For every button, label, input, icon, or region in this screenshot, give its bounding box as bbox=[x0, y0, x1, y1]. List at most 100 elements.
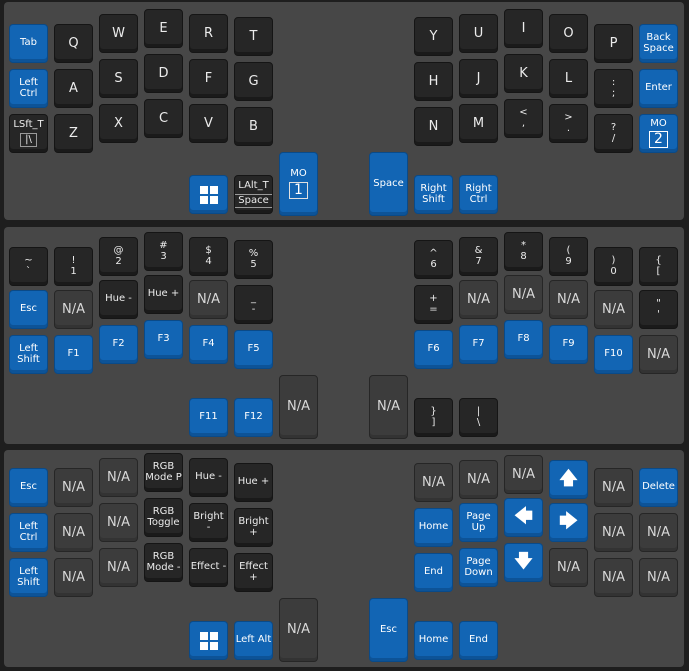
key-underscore[interactable]: _ - bbox=[234, 285, 273, 324]
key-exclaim[interactable]: ! 1 bbox=[54, 247, 93, 286]
key-percent[interactable]: % 5 bbox=[234, 240, 273, 279]
key-space[interactable]: Space bbox=[369, 152, 408, 216]
key-bright-minus[interactable]: Bright - bbox=[189, 503, 228, 542]
key-mo2[interactable]: MO 2 bbox=[639, 114, 678, 153]
key-na[interactable]: N/A bbox=[279, 375, 318, 439]
key-na[interactable]: N/A bbox=[414, 463, 453, 502]
key-f4[interactable]: F4 bbox=[189, 325, 228, 364]
key-na[interactable]: N/A bbox=[99, 458, 138, 497]
key-e[interactable]: E bbox=[144, 9, 183, 48]
key-f7[interactable]: F7 bbox=[459, 325, 498, 364]
key-arrow-right[interactable]: 🡆 bbox=[549, 503, 588, 542]
key-semicolon[interactable]: : ; bbox=[594, 69, 633, 108]
key-f9[interactable]: F9 bbox=[549, 325, 588, 364]
key-na[interactable]: N/A bbox=[54, 290, 93, 329]
key-f1[interactable]: F1 bbox=[54, 335, 93, 374]
key-comma[interactable]: < , bbox=[504, 99, 543, 138]
key-page-down[interactable]: Page Down bbox=[459, 548, 498, 587]
key-effect-plus[interactable]: Effect + bbox=[234, 553, 273, 592]
key-f6[interactable]: F6 bbox=[414, 330, 453, 369]
key-na[interactable]: N/A bbox=[369, 375, 408, 439]
key-n[interactable]: N bbox=[414, 107, 453, 146]
key-na[interactable]: N/A bbox=[549, 280, 588, 319]
key-delete[interactable]: Delete bbox=[639, 468, 678, 507]
key-arrow-up[interactable]: 🡅 bbox=[549, 460, 588, 499]
key-u[interactable]: U bbox=[459, 14, 498, 53]
key-na[interactable]: N/A bbox=[99, 503, 138, 542]
key-bright-plus[interactable]: Bright + bbox=[234, 508, 273, 547]
key-na[interactable]: N/A bbox=[594, 468, 633, 507]
key-thumb-esc[interactable]: Esc bbox=[369, 598, 408, 662]
key-na[interactable]: N/A bbox=[594, 290, 633, 329]
key-v[interactable]: V bbox=[189, 104, 228, 143]
key-tilde[interactable]: ~ ` bbox=[9, 247, 48, 286]
key-right-ctrl[interactable]: Right Ctrl bbox=[459, 175, 498, 214]
key-b[interactable]: B bbox=[234, 107, 273, 146]
key-rgb-mode-p[interactable]: RGB Mode P bbox=[144, 453, 183, 492]
key-c[interactable]: C bbox=[144, 99, 183, 138]
key-esc[interactable]: Esc bbox=[9, 468, 48, 507]
key-na[interactable]: N/A bbox=[594, 558, 633, 597]
key-na[interactable]: N/A bbox=[459, 460, 498, 499]
key-hue-plus[interactable]: Hue + bbox=[234, 463, 273, 502]
key-windows[interactable] bbox=[189, 175, 228, 214]
key-lsft-t[interactable]: LSft_T |\ bbox=[9, 114, 48, 153]
key-thumb-home[interactable]: Home bbox=[414, 621, 453, 660]
key-enter[interactable]: Enter bbox=[639, 69, 678, 108]
key-pipe[interactable]: | \ bbox=[459, 398, 498, 437]
key-lbrace[interactable]: { [ bbox=[639, 247, 678, 286]
key-q[interactable]: Q bbox=[54, 24, 93, 63]
key-esc[interactable]: Esc bbox=[9, 290, 48, 329]
key-dollar[interactable]: $ 4 bbox=[189, 237, 228, 276]
key-i[interactable]: I bbox=[504, 9, 543, 48]
key-a[interactable]: A bbox=[54, 69, 93, 108]
key-na[interactable]: N/A bbox=[549, 548, 588, 587]
key-f5[interactable]: F5 bbox=[234, 330, 273, 369]
key-o[interactable]: O bbox=[549, 14, 588, 53]
key-f10[interactable]: F10 bbox=[594, 335, 633, 374]
key-z[interactable]: Z bbox=[54, 114, 93, 153]
key-lparen[interactable]: ( 9 bbox=[549, 237, 588, 276]
key-x[interactable]: X bbox=[99, 104, 138, 143]
key-na[interactable]: N/A bbox=[459, 280, 498, 319]
key-backspace[interactable]: Back Space bbox=[639, 24, 678, 63]
key-f2[interactable]: F2 bbox=[99, 325, 138, 364]
key-na[interactable]: N/A bbox=[189, 280, 228, 319]
key-left-ctrl[interactable]: Left Ctrl bbox=[9, 69, 48, 108]
key-t[interactable]: T bbox=[234, 17, 273, 56]
key-page-up[interactable]: Page Up bbox=[459, 503, 498, 542]
key-l[interactable]: L bbox=[549, 59, 588, 98]
key-caret[interactable]: ^ 6 bbox=[414, 240, 453, 279]
key-m[interactable]: M bbox=[459, 104, 498, 143]
key-lalt-t[interactable]: LAlt_T Space bbox=[234, 175, 273, 214]
key-hue-minus[interactable]: Hue - bbox=[189, 458, 228, 497]
key-na[interactable]: N/A bbox=[54, 513, 93, 552]
key-effect-minus[interactable]: Effect - bbox=[189, 548, 228, 587]
key-s[interactable]: S bbox=[99, 59, 138, 98]
key-f12[interactable]: F12 bbox=[234, 398, 273, 437]
key-arrow-left[interactable]: 🡄 bbox=[504, 498, 543, 537]
key-h[interactable]: H bbox=[414, 62, 453, 101]
key-f3[interactable]: F3 bbox=[144, 320, 183, 359]
key-quote[interactable]: " ' bbox=[639, 290, 678, 329]
key-slash[interactable]: ? / bbox=[594, 114, 633, 153]
key-rgb-mode-minus[interactable]: RGB Mode - bbox=[144, 543, 183, 582]
key-arrow-down[interactable]: 🡇 bbox=[504, 543, 543, 582]
key-na[interactable]: N/A bbox=[504, 275, 543, 314]
key-hue-plus[interactable]: Hue + bbox=[144, 275, 183, 314]
key-w[interactable]: W bbox=[99, 14, 138, 53]
key-f[interactable]: F bbox=[189, 59, 228, 98]
key-end[interactable]: End bbox=[414, 553, 453, 592]
key-left-ctrl[interactable]: Left Ctrl bbox=[9, 513, 48, 552]
key-j[interactable]: J bbox=[459, 59, 498, 98]
key-y[interactable]: Y bbox=[414, 17, 453, 56]
key-hash[interactable]: # 3 bbox=[144, 232, 183, 271]
key-rbrace[interactable]: } ] bbox=[414, 398, 453, 437]
key-na[interactable]: N/A bbox=[279, 598, 318, 662]
key-d[interactable]: D bbox=[144, 54, 183, 93]
key-na[interactable]: N/A bbox=[54, 468, 93, 507]
key-left-alt[interactable]: Left Alt bbox=[234, 621, 273, 660]
key-tab[interactable]: Tab bbox=[9, 24, 48, 63]
key-home[interactable]: Home bbox=[414, 508, 453, 547]
key-na[interactable]: N/A bbox=[99, 548, 138, 587]
